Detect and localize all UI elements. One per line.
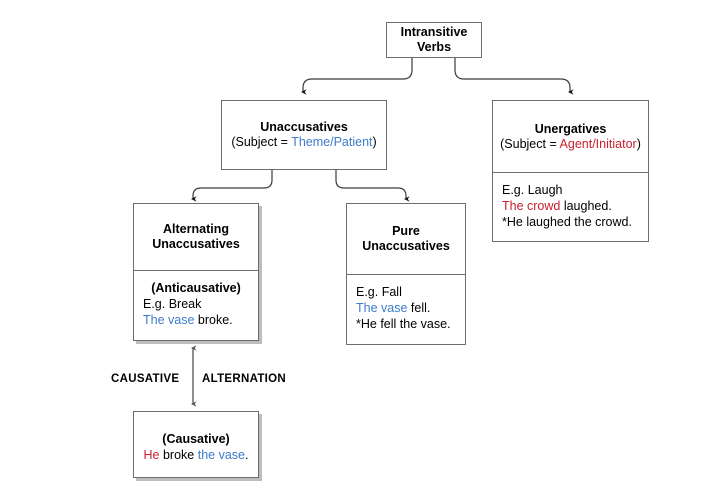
pure-example-ungrammatical: *He fell the vase. [356,317,451,331]
node-unaccusatives-subject: (Subject = Theme/Patient) [231,135,376,150]
node-causative[interactable]: (Causative) He broke the vase. [133,411,259,478]
unergatives-example-np: The crowd [502,199,561,213]
label-causative: CAUSATIVE [111,373,180,385]
node-pure-unaccusatives[interactable]: Pure Unaccusatives E.g. Fall The vase fe… [346,203,466,345]
node-alternating-divider [134,270,258,271]
node-alternating-title-1: Alternating [163,222,229,236]
label-alternation: ALTERNATION [202,373,287,385]
alternating-example-sentence: The vase broke. [143,312,249,328]
causative-kind: (Causative) [162,432,230,446]
node-unergatives-subject-role: Agent/Initiator [559,136,637,151]
pure-example-rest: fell. [407,301,431,315]
alternating-example-rest: broke. [194,313,233,327]
alternating-kind: (Anticausative) [151,281,241,295]
node-unergatives-subject-suffix: ) [636,136,641,151]
node-alternating-body: (Anticausative) E.g. Break The vase brok… [134,271,258,334]
node-unergatives[interactable]: Unergatives (Subject = Agent/Initiator) … [492,100,649,242]
causative-verb: broke [159,448,198,462]
causative-sentence: He broke the vase. [143,447,249,463]
node-unergatives-body: E.g. Laugh The crowd laughed. *He laughe… [493,173,648,236]
node-pure-title-1: Pure [392,224,420,238]
node-alternating-header: Alternating Unaccusatives [134,204,258,270]
causative-period: . [244,448,249,462]
node-intransitive-verbs[interactable]: Intransitive Verbs [386,22,482,58]
node-pure-divider [347,274,465,275]
node-unaccusatives-subject-prefix: (Subject = [231,135,292,149]
alternating-example-label: E.g. Break [143,297,202,311]
unergatives-example-grammatical: The crowd laughed. [502,198,639,214]
node-unergatives-title: Unergatives [534,121,607,136]
node-pure-header: Pure Unaccusatives [347,204,465,274]
node-unaccusatives-subject-role: Theme/Patient [291,135,373,149]
node-unergatives-subject-prefix: (Subject = [500,136,560,151]
node-unaccusatives-title: Unaccusatives [260,120,348,134]
alternating-example-np: The vase [143,313,195,327]
edge-root-to-unaccusatives [300,57,413,95]
edge-root-to-unergatives [454,57,574,95]
node-intransitive-verbs-title-1: Intransitive [400,25,468,39]
node-unergatives-header: Unergatives (Subject = Agent/Initiator) [493,101,648,172]
node-unaccusatives-subject-suffix: ) [372,135,377,149]
node-alternating-title-2: Unaccusatives [152,237,240,251]
node-unergatives-divider [493,172,648,173]
node-unaccusatives[interactable]: Unaccusatives (Subject = Theme/Patient) [221,100,387,170]
pure-example-label: E.g. Fall [356,285,402,299]
causative-subject: He [143,448,160,462]
edge-unaccusatives-to-pure [335,170,410,202]
node-causative-body: (Causative) He broke the vase. [134,412,258,469]
node-unaccusatives-header: Unaccusatives (Subject = Theme/Patient) [222,101,386,169]
node-intransitive-verbs-header: Intransitive Verbs [387,23,481,57]
node-pure-title-2: Unaccusatives [362,239,450,253]
node-intransitive-verbs-title-2: Verbs [416,40,452,54]
node-pure-body: E.g. Fall The vase fell. *He fell the va… [347,275,465,338]
causative-object: the vase [197,448,245,462]
edge-unaccusatives-to-alternating [190,170,273,202]
unergatives-example-rest: laughed. [560,199,612,213]
pure-example-np: The vase [356,301,408,315]
node-unergatives-subject: (Subject = Agent/Initiator) [500,137,641,152]
node-alternating-unaccusatives[interactable]: Alternating Unaccusatives (Anticausative… [133,203,259,341]
pure-example-grammatical: The vase fell. [356,300,456,316]
unergatives-example-ungrammatical: *He laughed the crowd. [502,215,632,229]
unergatives-example-label: E.g. Laugh [502,183,563,197]
